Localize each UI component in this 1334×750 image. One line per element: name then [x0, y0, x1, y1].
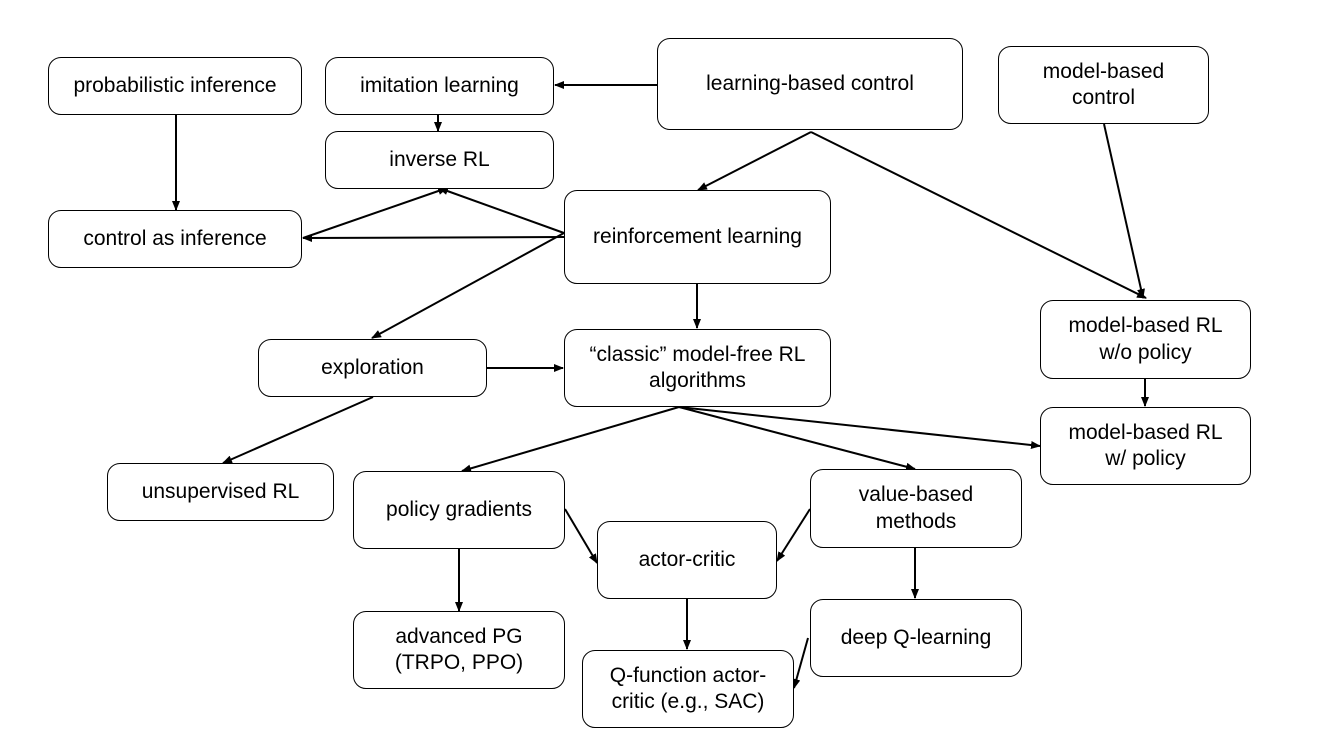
node-label-line: deep Q-learning [840, 625, 992, 649]
node-label: imitation learning [360, 73, 519, 99]
node-label: “classic” model-free RL algorithms [590, 342, 806, 395]
arrow-model-based-control-to-model-based-rl-wo-policy [1103, 123, 1145, 299]
node-label: actor-critic [639, 547, 736, 573]
arrow-reinforcement-learning-to-exploration [371, 232, 565, 339]
node-label: unsupervised RL [142, 479, 300, 505]
node-label-line: w/o policy [1099, 340, 1192, 364]
node-label-line: critic (e.g., SAC) [611, 690, 765, 713]
node-label: Q-function actor-critic (e.g., SAC) [610, 663, 766, 716]
node-label-line: value-based [858, 483, 974, 507]
arrow-reinforcement-learning-to-control-as-inference [302, 233, 565, 242]
node-label-line: model-based [1042, 59, 1165, 83]
node-label: deep Q-learning [841, 625, 992, 651]
node-label-line: inverse RL [389, 147, 490, 171]
node-label: inverse RL [389, 147, 489, 173]
arrow-policy-gradients-to-actor-critic [564, 508, 598, 564]
node-label-line: advanced PG [395, 624, 523, 648]
node-label-line: learning-based control [706, 71, 914, 95]
node-label-line: probabilistic inference [73, 73, 277, 97]
node-label-line: Q-function actor- [609, 663, 767, 687]
node-deep-q-learning: deep Q-learning [810, 599, 1022, 677]
node-label-line: reinforcement learning [593, 224, 802, 248]
arrow-learning-based-control-to-model-based-rl-wo-policy [810, 131, 1147, 299]
node-actor-critic: actor-critic [597, 521, 777, 599]
node-exploration: exploration [258, 339, 487, 397]
node-label-line: methods [875, 509, 957, 533]
arrow-classic-model-free-to-model-based-rl-w-policy [678, 406, 1041, 450]
node-inverse-rl: inverse RL [325, 131, 554, 189]
node-label-line: unsupervised RL [141, 479, 300, 503]
arrow-exploration-to-unsupervised-rl [222, 396, 374, 464]
node-label-line: model-based RL [1068, 314, 1223, 338]
arrow-value-based-methods-to-actor-critic [776, 508, 811, 562]
node-label: policy gradients [386, 497, 532, 523]
arrow-classic-model-free-to-value-based-methods [678, 406, 916, 471]
node-q-function-actor-critic: Q-function actor-critic (e.g., SAC) [582, 650, 794, 728]
node-label: advanced PG (TRPO, PPO) [395, 624, 523, 677]
node-unsupervised-rl: unsupervised RL [107, 463, 334, 521]
node-policy-gradients: policy gradients [353, 471, 565, 549]
node-label: model-based RL w/ policy [1068, 420, 1222, 473]
node-classic-model-free-rl: “classic” model-free RL algorithms [564, 329, 831, 407]
node-model-based-control: model-based control [998, 46, 1209, 124]
node-advanced-pg: advanced PG (TRPO, PPO) [353, 611, 565, 689]
node-label-line: control as inference [83, 226, 267, 250]
arrow-control-as-inference-to-inverse-rl [302, 187, 448, 239]
node-label: control as inference [83, 226, 266, 252]
node-label: probabilistic inference [73, 73, 276, 99]
node-label: model-based control [1043, 59, 1164, 112]
node-model-based-rl-w-policy: model-based RL w/ policy [1040, 407, 1251, 485]
node-label: exploration [321, 355, 424, 381]
arrow-learning-based-control-to-reinforcement-learning [697, 131, 812, 191]
node-label: reinforcement learning [593, 224, 802, 250]
node-label-line: w/ policy [1105, 447, 1186, 470]
node-label-line: “classic” model-free RL [589, 342, 806, 366]
node-label-line: model-based RL [1068, 420, 1223, 444]
node-label-line: control [1071, 86, 1136, 109]
node-reinforcement-learning: reinforcement learning [564, 190, 831, 284]
node-label: learning-based control [706, 71, 914, 97]
node-probabilistic-inference: probabilistic inference [48, 57, 302, 115]
node-label-line: actor-critic [638, 547, 736, 571]
node-label-line: algorithms [649, 369, 746, 392]
arrow-deep-q-learning-to-q-function-actor-critic [792, 637, 809, 689]
node-label-line: imitation learning [360, 73, 519, 97]
node-learning-based-control: learning-based control [657, 38, 963, 130]
node-label-line: exploration [321, 355, 424, 379]
node-label-line: (TRPO, PPO) [394, 651, 524, 674]
arrow-classic-model-free-to-policy-gradients [461, 406, 680, 473]
node-label-line: policy gradients [386, 497, 532, 521]
arrow-reinforcement-learning-to-inverse-rl [438, 187, 565, 234]
node-imitation-learning: imitation learning [325, 57, 554, 115]
node-control-as-inference: control as inference [48, 210, 302, 268]
